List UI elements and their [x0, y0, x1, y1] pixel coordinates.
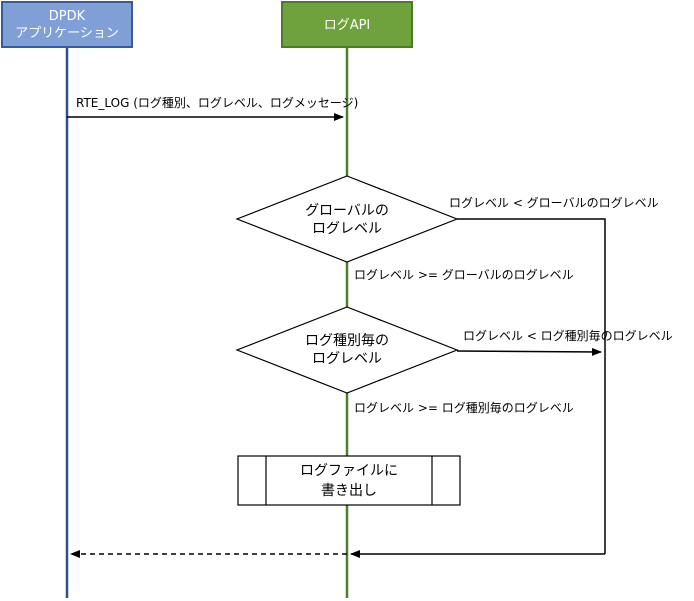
per-type-yes-label: ログレベル >= ログ種別毎のログレベル: [354, 400, 574, 415]
global-decision-line2: ログレベル: [312, 221, 382, 237]
per-type-decision-line1: ログ種別毎の: [305, 333, 389, 349]
participant-log-api-label: ログAPI: [324, 18, 371, 33]
process-line1: ログファイルに: [300, 463, 398, 479]
call-message-label: RTE_LOG (ログ種別、ログレベル、ログメッセージ): [76, 96, 358, 110]
write-log-file-process: ログファイルに 書き出し: [237, 455, 461, 506]
per-type-decision-line2: ログレベル: [312, 351, 382, 367]
global-decision-line1: グローバルの: [305, 203, 389, 219]
participant-app-line1: DPDK: [49, 9, 86, 24]
global-yes-label: ログレベル >= グローバルのログレベル: [354, 268, 574, 282]
participant-log-api: ログAPI: [281, 1, 413, 48]
global-no-label: ログレベル < グローバルのログレベル: [449, 196, 659, 210]
process-line2: 書き出し: [321, 483, 377, 499]
per-type-level-decision: [235, 306, 459, 394]
participant-app-line2: アプリケーション: [15, 26, 119, 41]
per-type-no-arrow: [456, 347, 602, 356]
global-no-branch: [457, 218, 606, 554]
per-type-no-label: ログレベル < ログ種別毎のログレベル: [463, 328, 673, 343]
participant-app: DPDK アプリケーション: [1, 1, 133, 48]
global-level-decision: [235, 175, 459, 263]
